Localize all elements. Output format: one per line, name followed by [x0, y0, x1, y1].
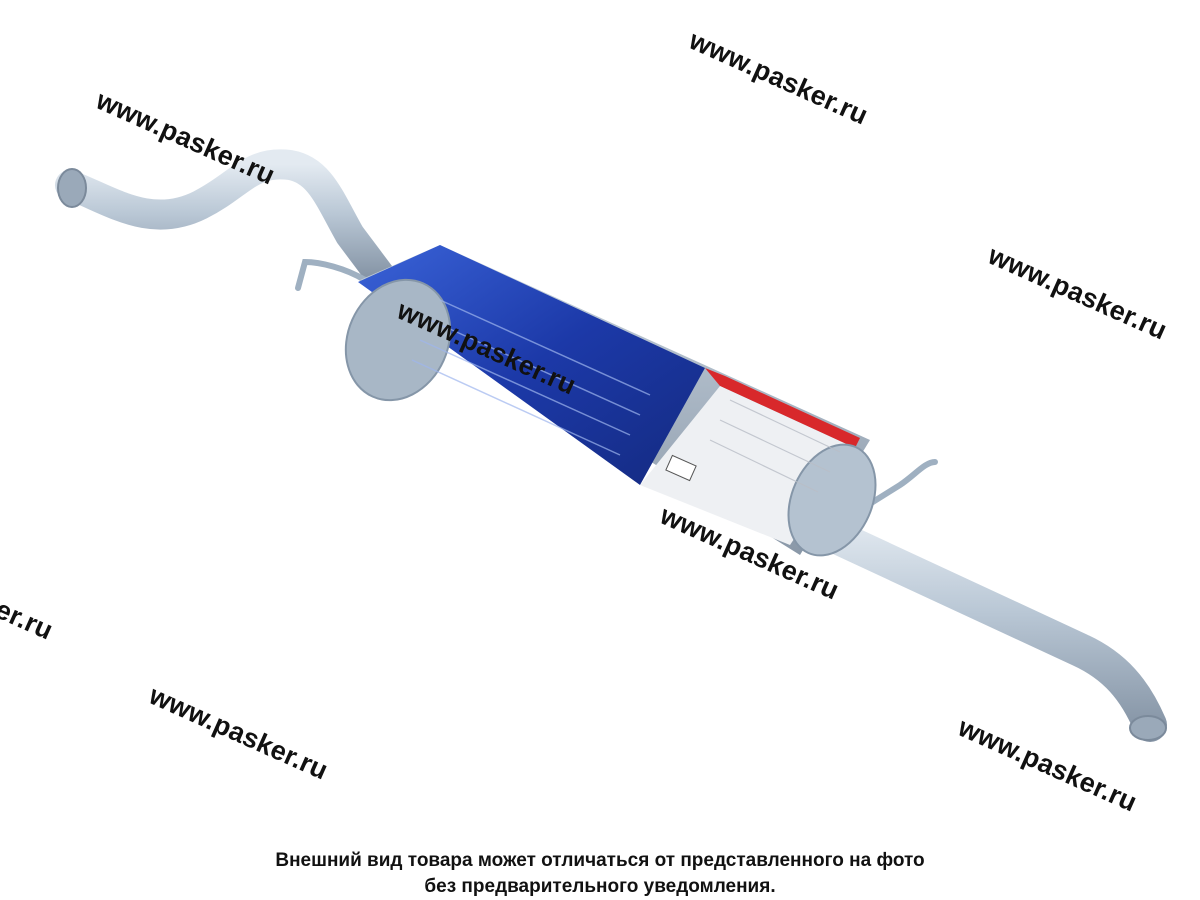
inlet-pipe-end: [57, 168, 87, 208]
outlet-pipe: [783, 503, 1167, 742]
disclaimer: Внешний вид товара может отличаться от п…: [0, 848, 1200, 900]
label-red-stripe: [705, 368, 860, 448]
left-hanger: [295, 258, 368, 291]
muffler-body: [344, 245, 877, 557]
barcode-icon: [665, 454, 697, 482]
outlet-pipe-end: [1129, 715, 1167, 741]
inlet-pipe: [55, 149, 395, 290]
muffler-left-cap: [344, 278, 452, 402]
right-hanger: [857, 459, 938, 513]
muffler-right-cap: [787, 443, 877, 557]
disclaimer-line-2: без предварительного уведомления.: [424, 876, 776, 897]
disclaimer-line-1: Внешний вид товара может отличаться от п…: [275, 850, 925, 871]
